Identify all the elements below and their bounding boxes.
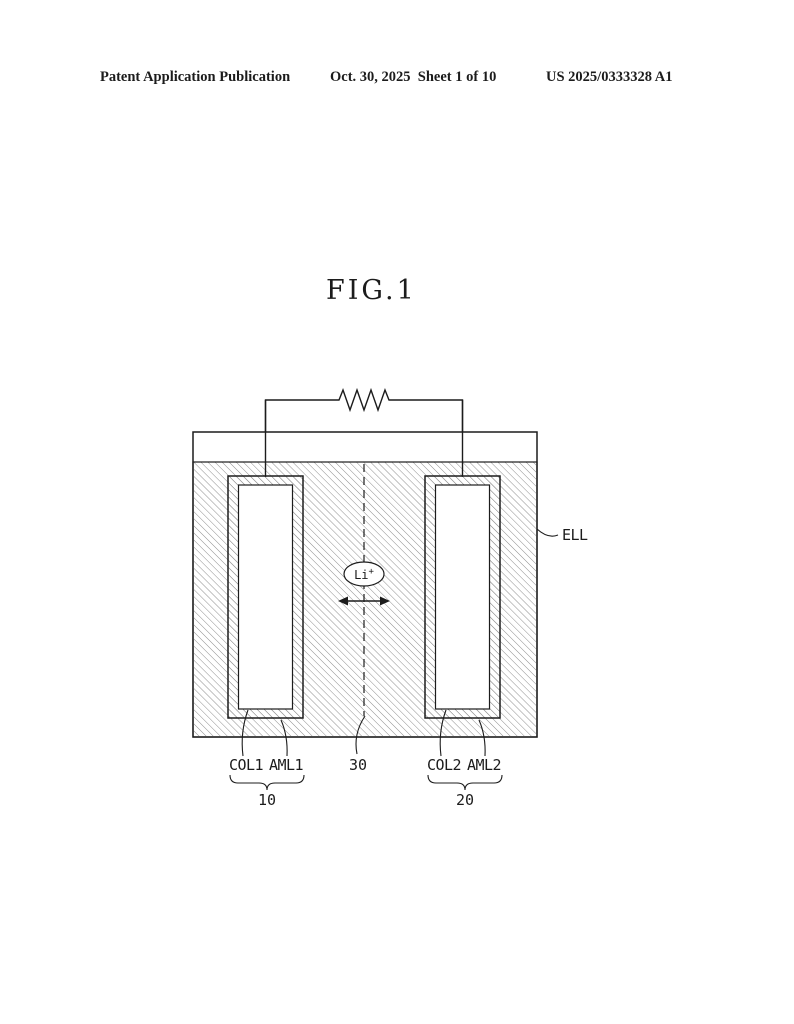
- aml2-leader-line: [478, 719, 486, 757]
- col1-leader-line: [241, 709, 249, 757]
- li-ion-label: Li+: [354, 567, 374, 582]
- left-electrode-col1: [237, 484, 294, 710]
- label-aml1: AML1: [269, 756, 304, 774]
- electrode-lead-wires: [264, 400, 464, 477]
- label-ref-30: 30: [349, 756, 367, 774]
- col2-leader-line: [439, 709, 447, 757]
- publication-number: US 2025/0333328 A1: [546, 69, 673, 85]
- label-col2: COL2: [427, 756, 461, 774]
- label-ref-20: 20: [456, 791, 474, 809]
- li-ion-ellipse: [343, 561, 385, 587]
- right-electrode-col2: [434, 484, 491, 710]
- label-col1: COL1: [229, 756, 264, 774]
- publication-header: Patent Application Publication Oct. 30, …: [0, 69, 794, 89]
- brace-10: [229, 774, 305, 791]
- brace-20: [427, 774, 503, 791]
- publication-title: Patent Application Publication: [100, 69, 291, 85]
- ion-migration-arrow: [338, 596, 390, 606]
- publication-date-sheet: Oct. 30, 2025 Sheet 1 of 10: [330, 69, 497, 85]
- label-ref-10: 10: [258, 791, 276, 809]
- figure-title: FIG.1: [326, 275, 417, 306]
- label-aml2: AML2: [467, 756, 501, 774]
- label-ell: ELL: [562, 526, 588, 544]
- aml1-leader-line: [280, 719, 288, 757]
- external-circuit-resistor: [264, 387, 464, 477]
- ell-leader-line: [536, 528, 559, 537]
- ref30-leader-line: [355, 715, 366, 755]
